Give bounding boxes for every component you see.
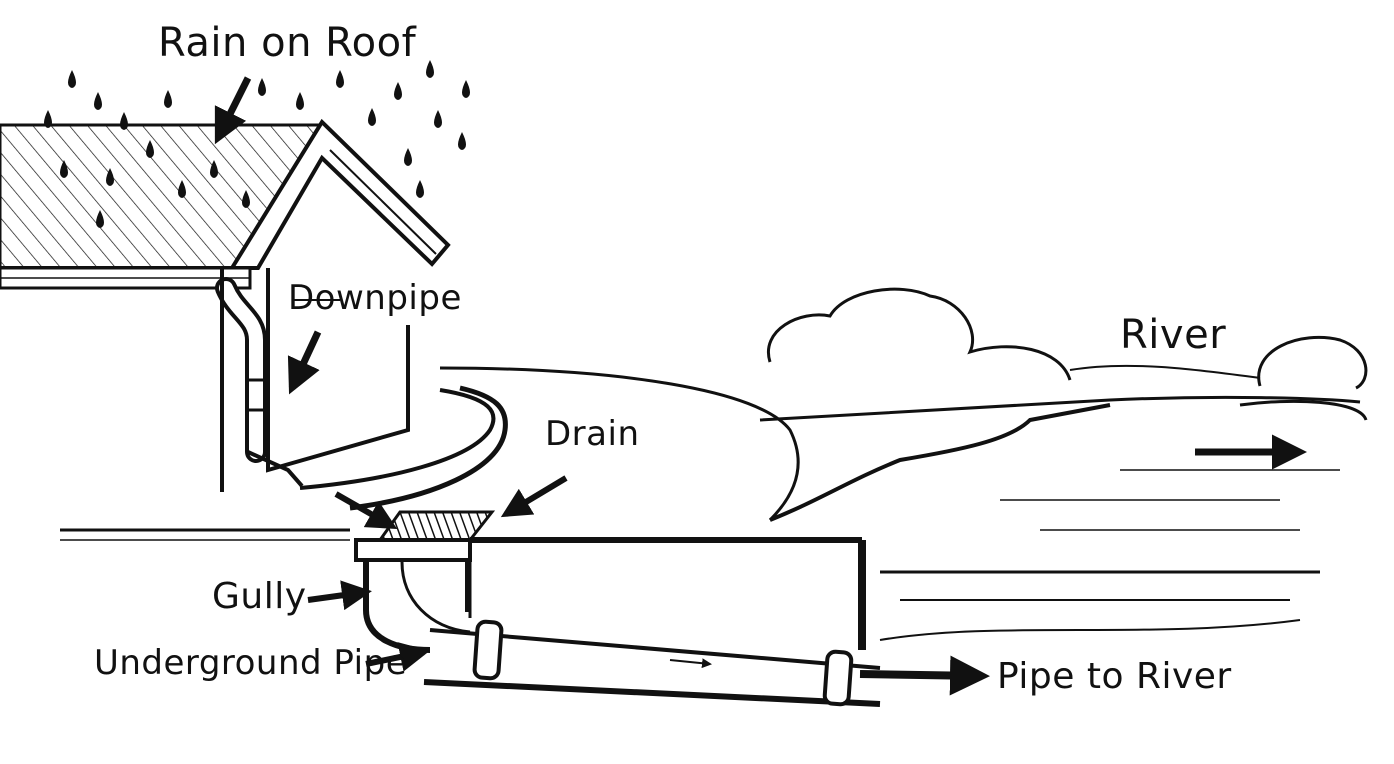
underground-pipe [423,619,881,707]
trees [766,287,1368,390]
drain-grate [377,510,496,542]
arrow-icon [859,655,990,696]
pointer-arrows [214,76,990,696]
label-drain: Drain [545,414,640,454]
label-underground-pipe: Underground Pipe [94,643,408,683]
roof [0,118,451,270]
label-pipe-to-river: Pipe to River [997,656,1232,697]
label-downpipe: Downpipe [288,278,462,318]
label-gully: Gully [212,576,307,617]
rain [44,60,470,228]
label-river: River [1120,312,1227,358]
road [60,366,800,541]
arrow-icon [500,475,568,518]
arrow-icon [287,330,322,395]
arrow-icon [214,76,252,145]
ground-section [468,537,866,650]
arrow-icon [365,642,430,672]
river [759,395,1368,641]
arrow-icon [334,491,398,529]
label-rain-on-roof: Rain on Roof [158,20,417,66]
house-wall [220,268,410,492]
downpipe [215,277,304,488]
arrow-icon [307,580,372,611]
gutter [0,266,252,290]
